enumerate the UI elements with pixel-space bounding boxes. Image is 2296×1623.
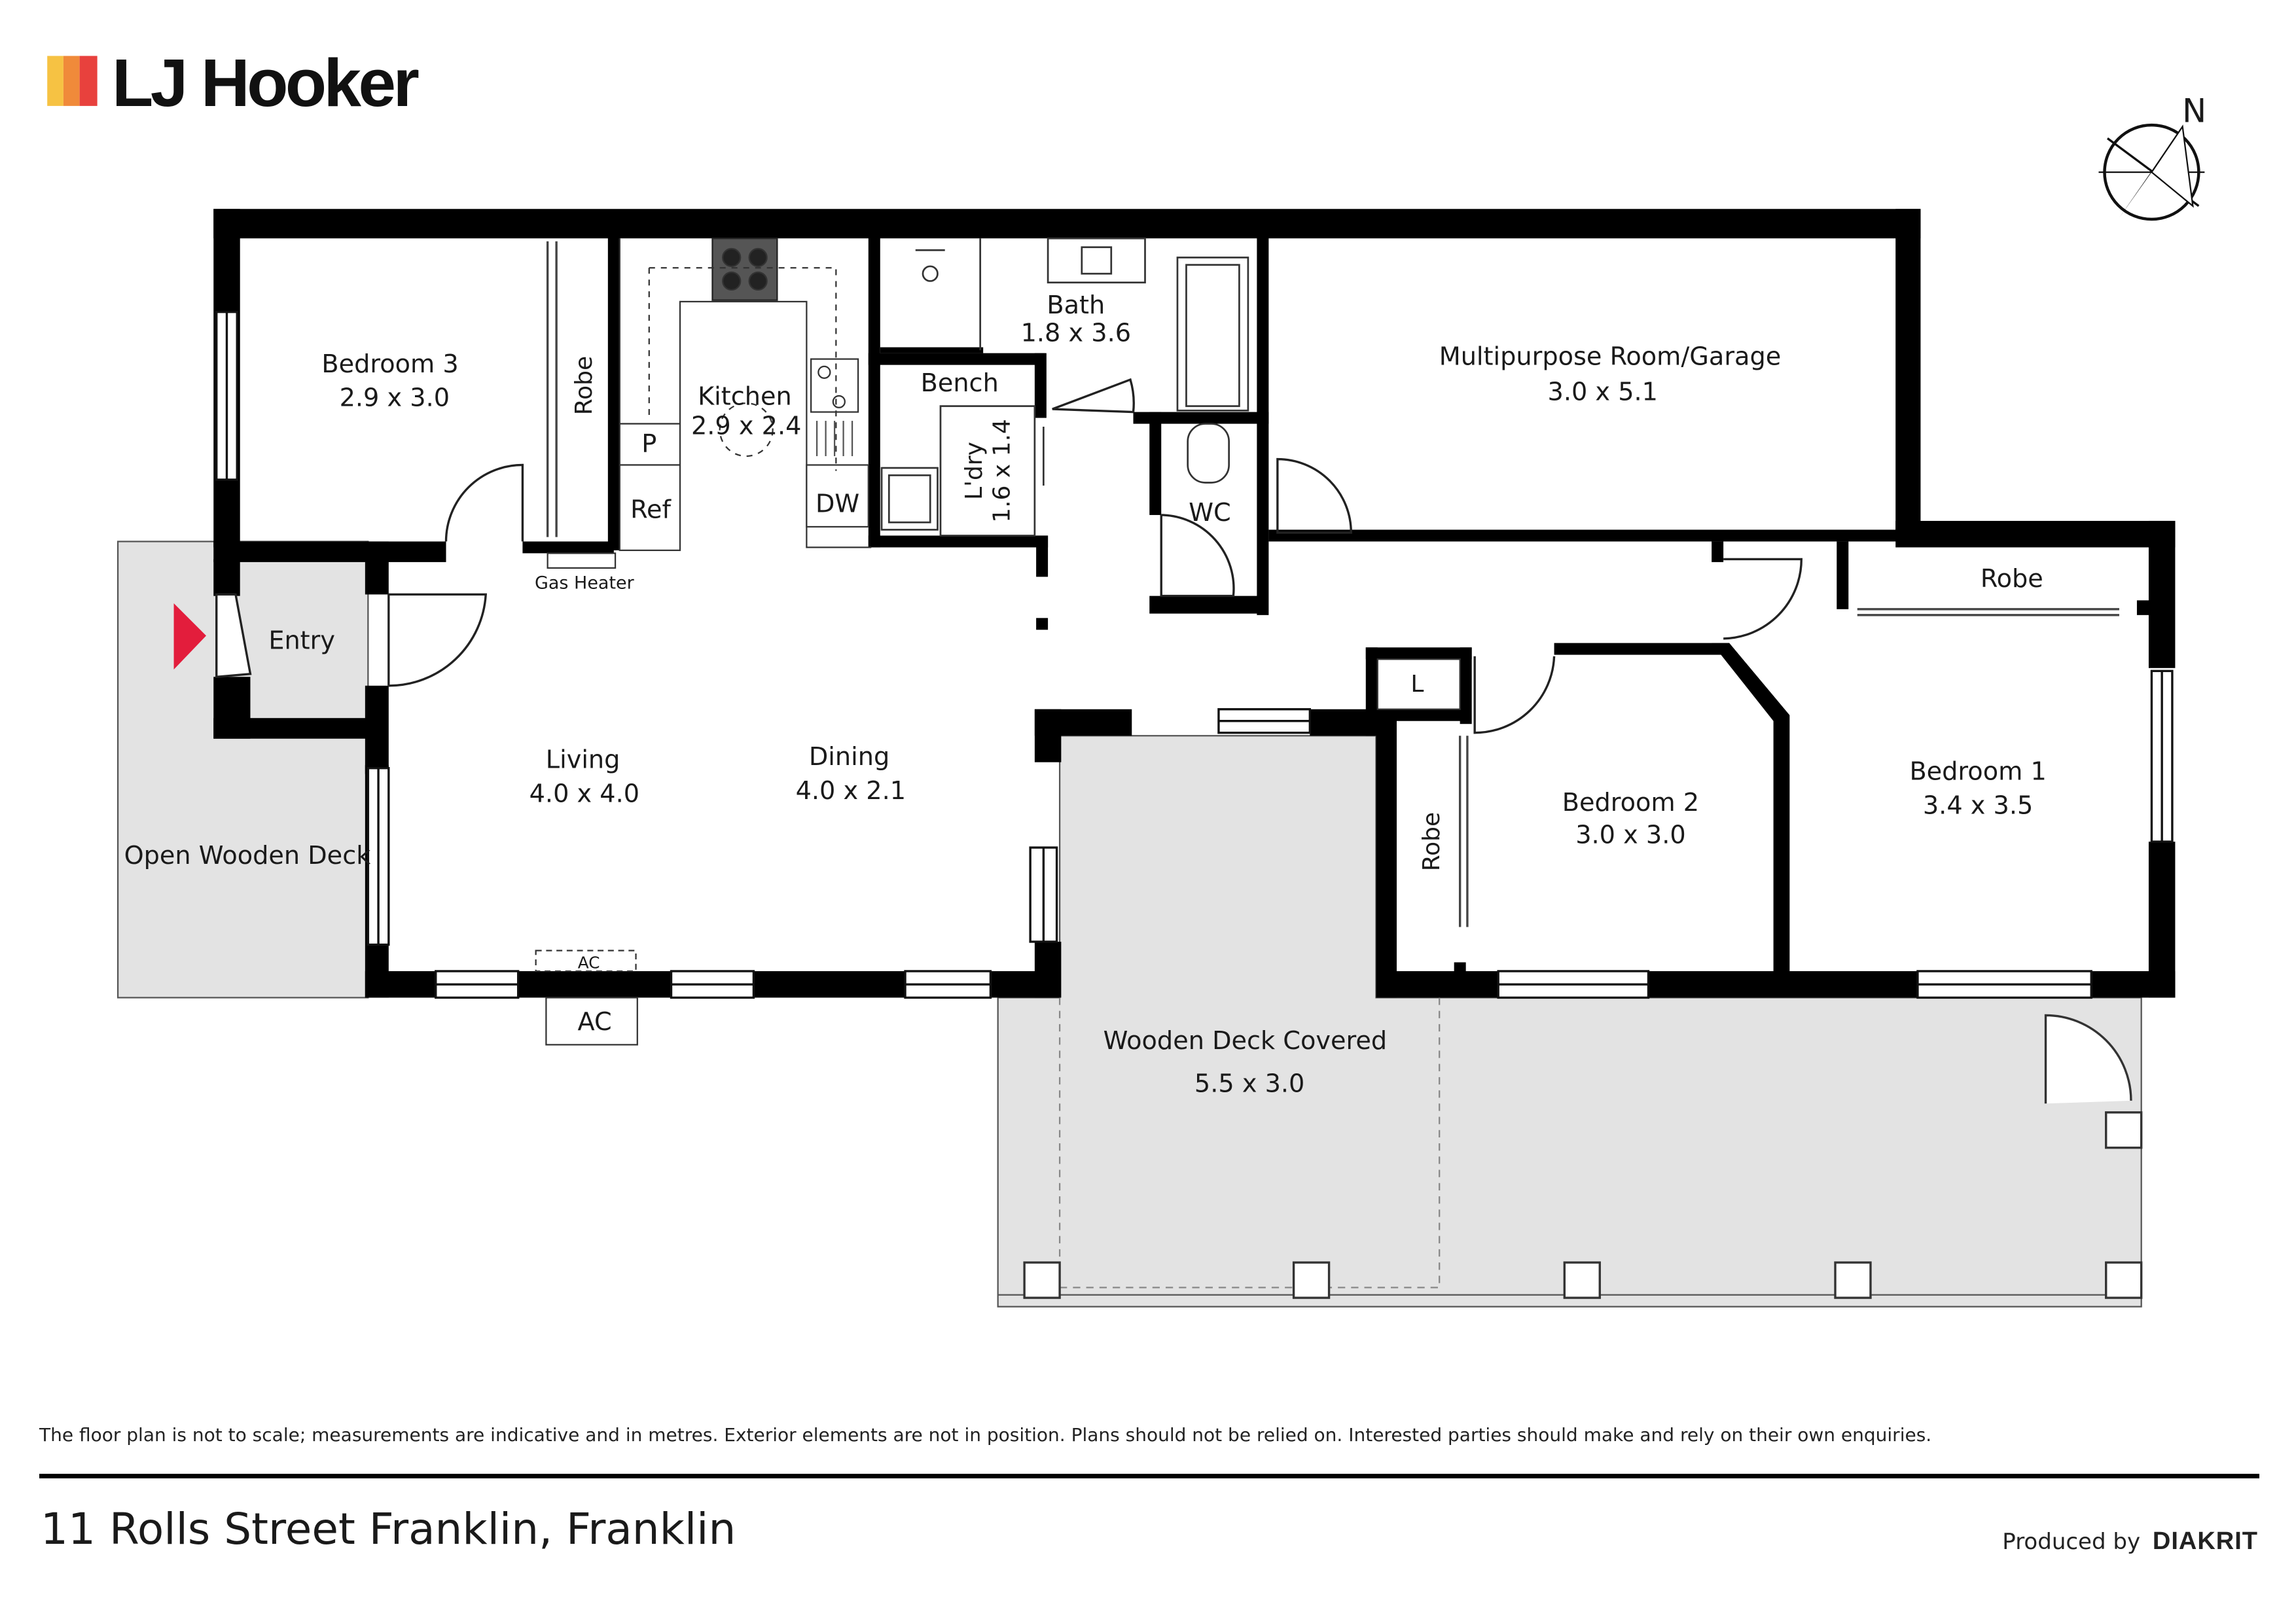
room-dims-laundry: 1.6 x 1.4 xyxy=(989,419,1016,523)
room-dims-bath: 1.8 x 3.6 xyxy=(1021,319,1131,348)
label-bench: Bench xyxy=(921,369,999,398)
lj-hooker-logo: LJ Hooker xyxy=(47,45,422,120)
door-swings xyxy=(387,378,1803,734)
compass-north-label: N xyxy=(2182,92,2206,130)
room-name-bedroom3: Bedroom 3 xyxy=(321,350,458,379)
label-gas-heater: Gas Heater xyxy=(535,573,635,593)
wooden-deck-covered xyxy=(997,735,2143,1308)
producer-logo: DIAKRIT xyxy=(2152,1527,2258,1555)
room-dims-living: 4.0 x 4.0 xyxy=(529,779,639,808)
label-wc: WC xyxy=(1189,499,1230,527)
room-name-deck-covered: Wooden Deck Covered xyxy=(1103,1027,1388,1056)
robe-sliders xyxy=(546,241,2119,927)
logo-bar-yellow xyxy=(47,56,63,106)
disclaimer-text: The floor plan is not to scale; measurem… xyxy=(39,1424,1932,1446)
windows xyxy=(215,310,2174,999)
ac-outdoor-unit xyxy=(545,997,638,1046)
room-dims-bedroom2: 3.0 x 3.0 xyxy=(1575,821,1685,849)
room-name-bedroom2: Bedroom 2 xyxy=(1562,789,1699,817)
ac-indoor-unit xyxy=(535,950,637,972)
label-linen: L xyxy=(1410,671,1424,698)
kitchen-fixtures xyxy=(619,238,872,552)
label-robe-bedroom2: Robe xyxy=(1418,812,1445,871)
room-dims-dining: 4.0 x 2.1 xyxy=(796,777,906,806)
north-compass-icon: N xyxy=(2098,92,2206,221)
entry-door xyxy=(215,593,252,679)
room-name-kitchen: Kitchen xyxy=(698,382,792,411)
linen-cupboard xyxy=(1376,658,1461,710)
logo-bar-orange xyxy=(63,56,80,106)
room-labels: Bedroom 3 2.9 x 3.0 Kitchen 2.9 x 2.4 Ba… xyxy=(124,291,2047,1098)
produced-by-label: Produced by xyxy=(2002,1529,2141,1555)
label-robe-bedroom3: Robe xyxy=(571,356,598,415)
room-dims-deck-covered: 5.5 x 3.0 xyxy=(1194,1069,1304,1098)
room-dims-garage: 3.0 x 5.1 xyxy=(1548,378,1658,407)
label-ac-outdoor: AC xyxy=(578,1008,612,1037)
room-dims-kitchen: 2.9 x 2.4 xyxy=(691,412,801,440)
label-open-deck: Open Wooden Deck xyxy=(124,842,372,870)
label-entry: Entry xyxy=(268,627,335,656)
room-name-garage: Multipurpose Room/Garage xyxy=(1439,343,1782,372)
open-wooden-deck xyxy=(117,541,369,999)
room-name-bedroom1: Bedroom 1 xyxy=(1909,758,2046,787)
room-name-bath: Bath xyxy=(1047,291,1105,320)
entry-marker-icon xyxy=(173,603,207,670)
footer-divider xyxy=(39,1474,2259,1478)
logo-wordmark: LJ Hooker xyxy=(112,45,418,120)
room-dims-bedroom3: 2.9 x 3.0 xyxy=(340,384,450,413)
label-dw: DW xyxy=(816,490,859,518)
room-name-laundry: L'dry xyxy=(961,442,988,500)
bathroom-fixtures xyxy=(880,237,1249,537)
label-robe-bedroom1: Robe xyxy=(1981,565,2043,594)
room-name-living: Living xyxy=(546,746,620,775)
gas-heater-unit xyxy=(547,552,617,569)
appliances xyxy=(535,552,1461,1046)
label-ac-indoor: AC xyxy=(578,953,600,972)
room-name-dining: Dining xyxy=(809,743,889,772)
label-pantry: P xyxy=(641,429,656,458)
logo-bar-red xyxy=(79,56,98,106)
label-ref: Ref xyxy=(630,495,672,524)
property-address: 11 Rolls Street Franklin, Franklin xyxy=(41,1504,736,1554)
produced-by: Produced by DIAKRIT xyxy=(2002,1527,2258,1556)
room-dims-bedroom1: 3.4 x 3.5 xyxy=(1923,791,2033,820)
